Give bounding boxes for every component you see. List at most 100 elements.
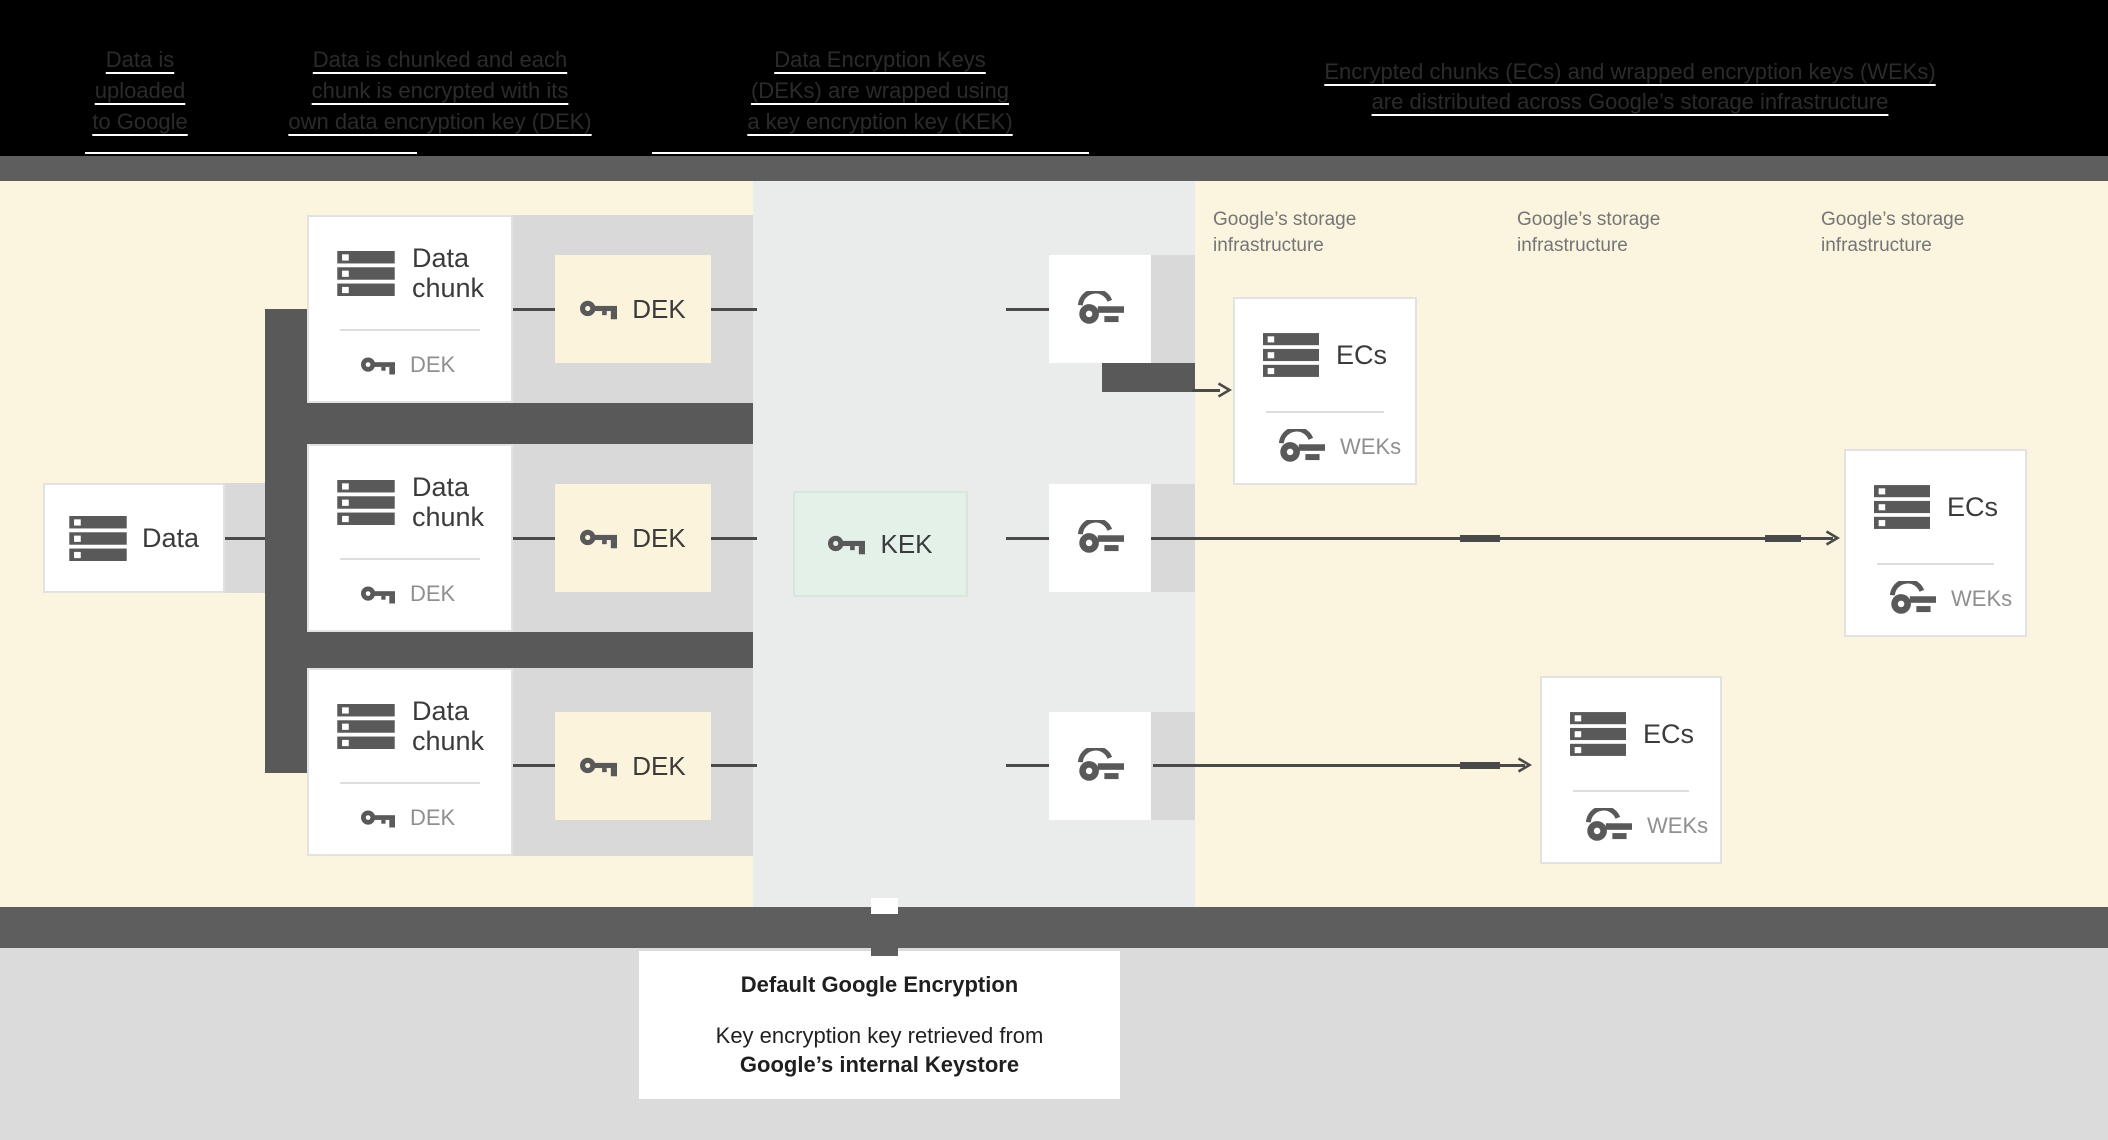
callout-title: Default Google Encryption [740, 972, 1019, 997]
line-dek3-stub [711, 764, 757, 767]
key-icon [361, 355, 395, 376]
ecs-card-2: ECs WEKs [1844, 449, 2027, 637]
ecs-card-1: ECs WEKs [1233, 297, 1417, 485]
chunk-card-key-row: DEK [309, 331, 511, 399]
header-text-line: Data is chunked and each [312, 47, 568, 72]
storage-infrastructure-label-3: Google’s storage infrastructure [1821, 209, 1965, 256]
card-divider [1266, 411, 1384, 413]
storage-infrastructure-label-1: Google’s storage infrastructure [1213, 209, 1357, 256]
arrow2-head-icon [1824, 529, 1840, 547]
header-text-line: a key encryption key (KEK) [747, 109, 1013, 134]
arrow2-segment [1460, 535, 1500, 542]
bottom-separator-band [0, 907, 2108, 948]
arrow1-head-icon [1216, 381, 1232, 399]
header-text-line: Encrypted chunks (ECs) and wrapped encry… [1324, 59, 1936, 84]
callout-pointer-white [871, 898, 898, 914]
header-text-line: uploaded [94, 78, 186, 103]
ecs-card-label: ECs [1336, 340, 1388, 370]
line-keybox3-stub [1006, 764, 1049, 767]
chunk-card-label: Data chunk [412, 243, 485, 303]
fanout-horizontal-bar-1 [265, 403, 753, 444]
line-chunk3-to-dek3 [513, 764, 555, 767]
dek-box-label: DEK [632, 750, 686, 781]
arrow2-segment [1765, 535, 1801, 542]
ecs-card-key-row: WEKs [1542, 792, 1720, 860]
ecs-card-3: ECs WEKs [1540, 676, 1722, 864]
chunk-dek-label: DEK [410, 352, 456, 377]
arrow3-segment [1460, 762, 1500, 769]
line-dek1-stub [711, 308, 757, 311]
key-icon [828, 533, 865, 556]
wrapped-key-icon [1076, 291, 1124, 327]
card-divider [1877, 563, 1994, 565]
kek-box-label: KEK [880, 528, 933, 559]
header-text-line: own data encryption key (DEK) [288, 109, 592, 134]
line-chunk1-to-dek1 [513, 308, 555, 311]
chunk-card-key-row: DEK [309, 784, 511, 852]
weks-label: WEKs [1951, 586, 2013, 611]
dek-box-label: DEK [632, 522, 686, 553]
data-box: Data [43, 483, 225, 593]
dek-box-3: DEK [555, 712, 711, 820]
callout-pointer-dark [871, 948, 898, 956]
header-column-wrapping: Data Encryption Keys (DEKs) are wrapped … [705, 44, 1055, 137]
ecs-card-key-row: WEKs [1846, 565, 2025, 633]
wrapped-key-box-3 [1049, 712, 1151, 820]
weks-label: WEKs [1340, 434, 1402, 459]
line-keybox2-stub [1006, 537, 1049, 540]
chunk-dek-label: DEK [410, 805, 456, 830]
data-chunk-card-2: Data chunk DEK [307, 444, 513, 632]
data-chunk-card-3: Data chunk DEK [307, 668, 513, 856]
line-chunk2-to-dek2 [513, 537, 555, 540]
storage-infrastructure-label-2: Google’s storage infrastructure [1517, 209, 1661, 256]
key-icon [580, 298, 617, 321]
ecs-card-label: ECs [1643, 719, 1695, 749]
data-stack-icon [1570, 712, 1626, 756]
key-icon [580, 527, 617, 550]
callout-box: Default Google Encryption Key encryption… [639, 951, 1120, 1099]
ecs-card-title-row: ECs [1542, 678, 1720, 790]
data-box-label: Data [141, 523, 200, 553]
ecs-card-key-row: WEKs [1235, 413, 1415, 481]
chunk-card-title-row: Data chunk [309, 446, 511, 558]
wrapped-key-box-1 [1049, 255, 1151, 363]
wrapped-key-icon [1888, 581, 1936, 617]
ecs-card-title-row: ECs [1235, 299, 1415, 411]
arrow1-thick-bar [1102, 363, 1195, 392]
chunk-dek-label: DEK [410, 581, 456, 606]
header-text-line: chunk is encrypted with its [311, 78, 569, 103]
header-text-line: Data Encryption Keys [774, 47, 986, 72]
diagram-canvas: Data Data chunk DEK Data chunk DEK [0, 181, 2108, 907]
fanout-vertical-bar [265, 309, 307, 773]
header: Data is uploaded to Google Data is chunk… [0, 0, 2108, 156]
data-stack-icon [337, 251, 395, 296]
chunk-card-label: Data chunk [412, 472, 485, 532]
data-stack-icon [337, 480, 395, 525]
ecs-card-label: ECs [1947, 492, 1999, 522]
data-chunk-card-1: Data chunk DEK [307, 215, 513, 403]
header-column-distribution: Encrypted chunks (ECs) and wrapped encry… [1230, 57, 2030, 117]
card-divider [340, 329, 480, 331]
card-divider [340, 782, 480, 784]
header-column-upload: Data is uploaded to Google [20, 44, 260, 137]
wrapped-key-icon [1584, 808, 1632, 844]
header-underline-artifact [85, 152, 417, 154]
key-icon [361, 808, 395, 829]
callout-line1: Key encryption key retrieved from [715, 1023, 1044, 1048]
arrow1-line [1192, 389, 1220, 392]
wrapped-key-icon [1076, 748, 1124, 784]
weks-label: WEKs [1647, 813, 1709, 838]
line-keybox1-stub [1006, 308, 1049, 311]
card-divider [340, 558, 480, 560]
header-text-line: are distributed across Google’s storage … [1371, 89, 1889, 114]
chunk-card-key-row: DEK [309, 560, 511, 628]
kek-box: KEK [793, 491, 968, 597]
header-column-chunking: Data is chunked and each chunk is encryp… [270, 44, 610, 137]
line-data-to-fanout [225, 537, 265, 540]
data-stack-icon [1874, 485, 1930, 529]
header-text-line: (DEKs) are wrapped using [750, 78, 1009, 103]
callout-body: Key encryption key retrieved from Google… [639, 1021, 1120, 1079]
header-text-line: Data is [105, 47, 175, 72]
key-icon [580, 755, 617, 778]
